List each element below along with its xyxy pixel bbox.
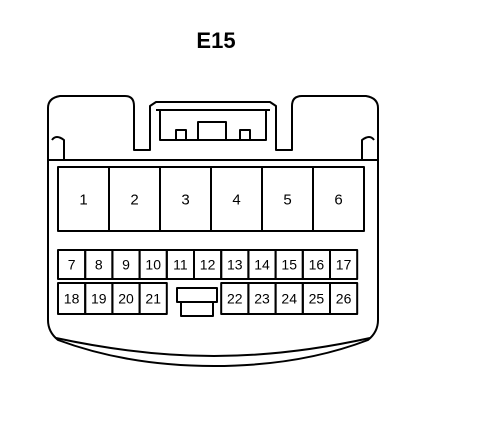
pin-cell [329,249,359,280]
pin-cell [312,166,365,232]
pin-number: 17 [336,257,352,273]
pin-number: 15 [281,257,297,273]
pin-number: 19 [91,291,107,307]
pin-number: 8 [95,257,103,273]
pin-number: 5 [283,191,291,208]
pin-number: 14 [254,257,270,273]
pin-number: 10 [145,257,161,273]
pin-number: 18 [64,291,80,307]
pin-number: 4 [232,191,240,208]
pin-cell [329,282,359,315]
pin-number: 2 [130,191,138,208]
pin-number: 26 [336,291,352,307]
pin-number: 3 [181,191,189,208]
pin-number: 25 [309,291,325,307]
pin-number: 6 [334,191,342,208]
pin-number: 20 [118,291,134,307]
pin-number: 21 [145,291,161,307]
connector-title: E15 [196,28,236,53]
pin-number: 13 [227,257,243,273]
pin-number: 24 [281,291,297,307]
locking-key [176,287,218,317]
connector-housing [47,95,379,367]
pin-number: 9 [122,257,130,273]
pin-number: 7 [68,257,76,273]
pin-cell [138,282,168,315]
pin-number: 22 [227,291,243,307]
pin-number: 1 [79,191,87,208]
pin-number: 23 [254,291,270,307]
pin-number: 11 [173,257,188,273]
pin-number: 12 [200,257,216,273]
pin-number: 16 [309,257,325,273]
